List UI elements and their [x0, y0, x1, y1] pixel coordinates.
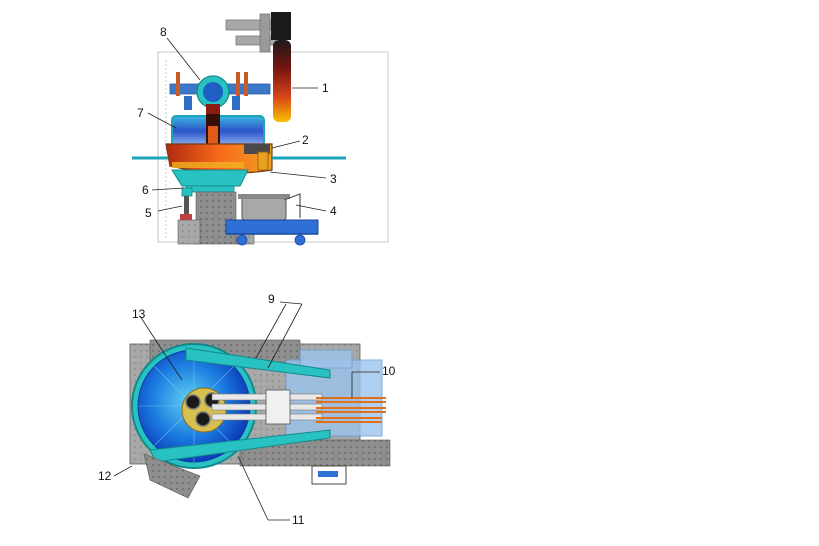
callout-8: 8 — [160, 25, 167, 39]
electrode-arm — [225, 13, 277, 53]
ladle-car — [225, 193, 319, 246]
side-view: 1 2 3 4 5 6 7 8 — [132, 12, 389, 246]
top-leaders — [113, 301, 380, 521]
callout-7: 7 — [137, 106, 144, 120]
callout-5: 5 — [145, 206, 152, 220]
callout-13: 13 — [132, 307, 146, 321]
furnace-roof — [171, 114, 265, 148]
tilting-cylinder — [180, 187, 193, 220]
callout-11: 11 — [292, 513, 305, 527]
side-leaders — [147, 37, 327, 212]
callout-3: 3 — [330, 172, 337, 186]
callout-4: 4 — [330, 204, 337, 218]
callout-10: 10 — [382, 364, 396, 378]
top-view: 9 10 11 12 13 — [98, 292, 396, 527]
furnace-shell-top — [131, 343, 257, 469]
foundation-block — [195, 191, 237, 245]
callout-6: 6 — [142, 183, 149, 197]
power-cables — [316, 397, 386, 423]
raised-electrode — [271, 12, 291, 122]
tapping-platform — [143, 453, 201, 499]
callout-1: 1 — [322, 81, 329, 95]
furnace-shell — [165, 143, 273, 174]
callout-9: 9 — [268, 292, 275, 306]
callout-2: 2 — [302, 133, 309, 147]
callout-12: 12 — [98, 469, 112, 483]
